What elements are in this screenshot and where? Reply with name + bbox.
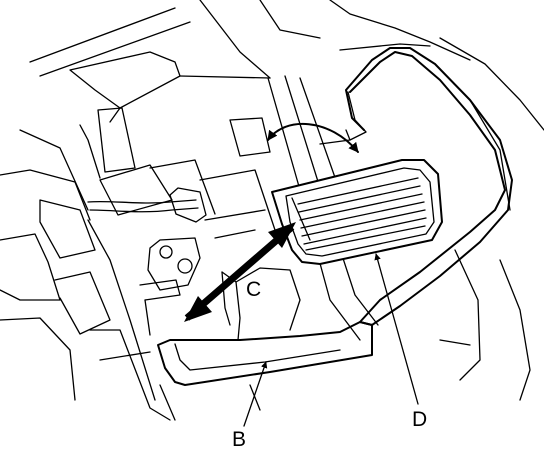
label-d: D — [412, 408, 427, 431]
rotation-arrow — [267, 122, 359, 153]
arrow-c — [184, 222, 296, 322]
air-vent — [271, 159, 443, 265]
label-b: B — [232, 428, 246, 451]
label-c: C — [246, 278, 261, 301]
trim-panel-b — [157, 267, 373, 386]
leader-lines — [243, 253, 419, 427]
vent-louvers — [297, 177, 427, 251]
dashboard-background — [0, 0, 544, 421]
